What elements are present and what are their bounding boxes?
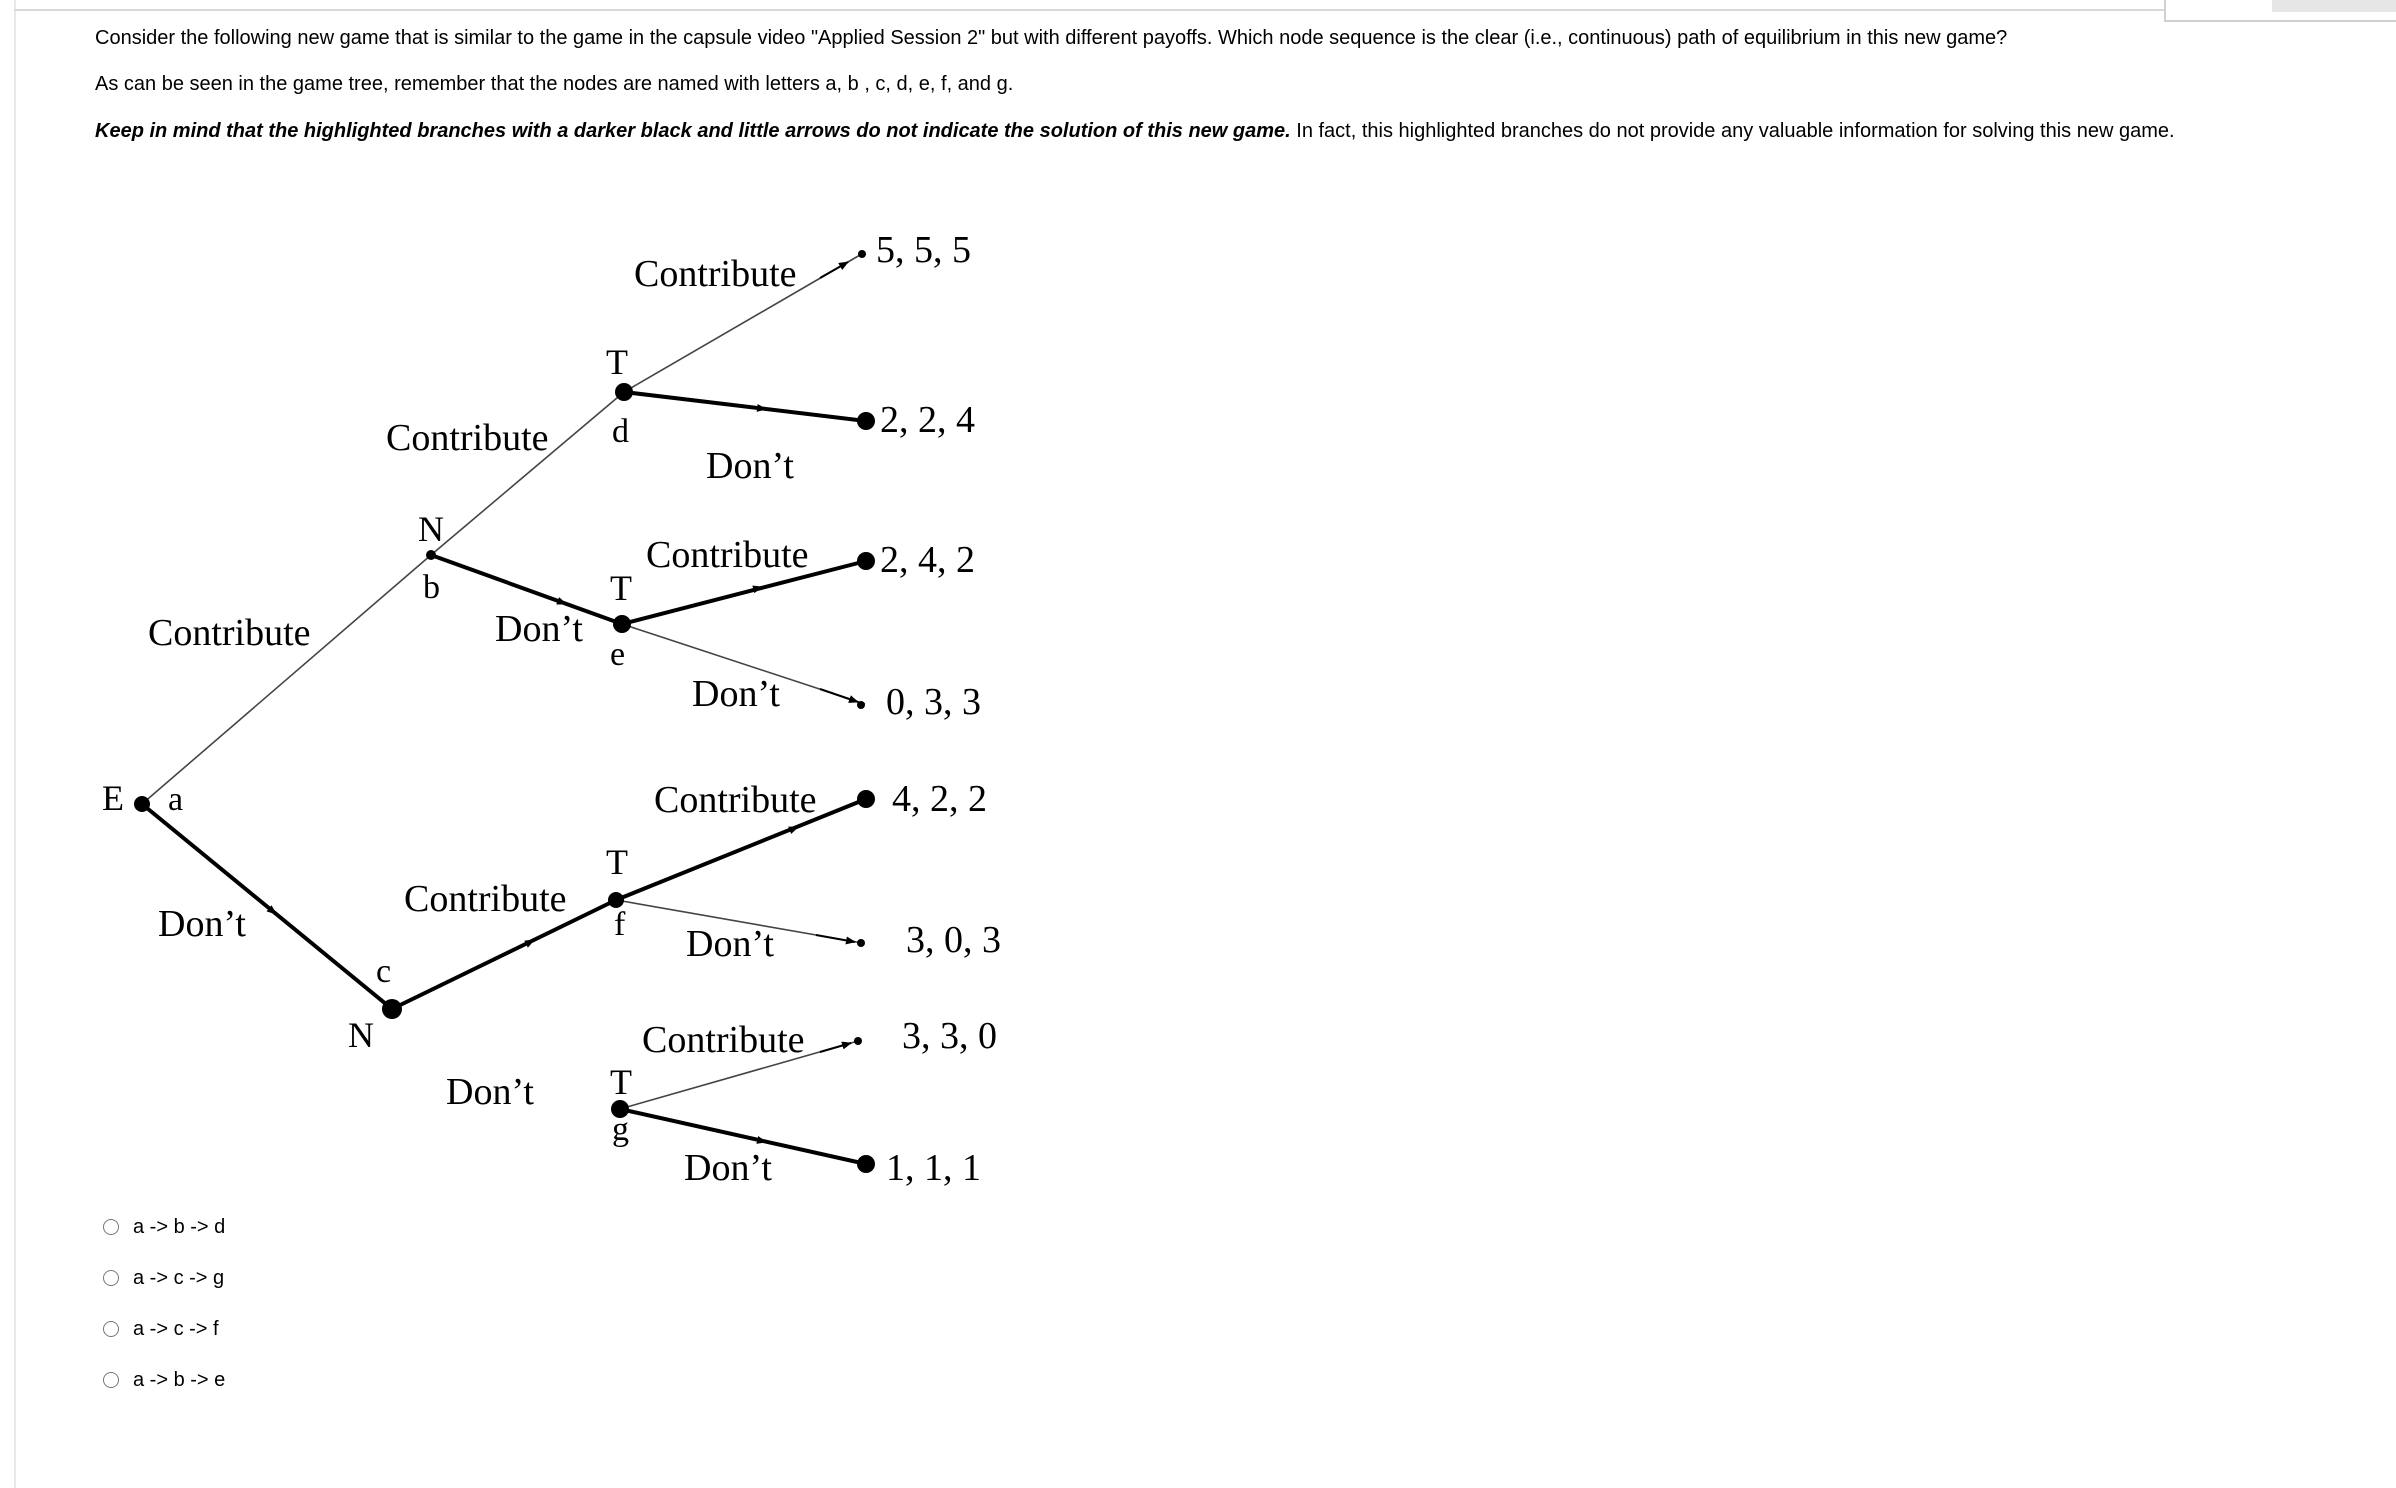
branch-g-contribute (619, 1040, 859, 1110)
option-4[interactable]: a -> b -> e (103, 1367, 225, 1393)
node-g (611, 1100, 629, 1118)
action-a-contribute: Contribute (148, 612, 311, 654)
action-c-dont: Don’t (446, 1071, 534, 1113)
arrow-b-dont (539, 593, 567, 605)
radio-button[interactable] (103, 1321, 119, 1337)
action-d-contribute: Contribute (634, 253, 797, 295)
question-warning-rest: In fact, this highlighted branches do no… (1290, 120, 2175, 142)
branch-a-contribute (141, 554, 432, 805)
left-border (14, 0, 16, 1488)
option-2[interactable]: a -> c -> g (103, 1265, 225, 1291)
radio-button[interactable] (103, 1372, 119, 1388)
terminal-e-dont (857, 701, 865, 709)
terminal-g-contribute (854, 1037, 862, 1045)
top-border (14, 0, 2164, 11)
node-e (613, 615, 631, 633)
branch-c-contribute (391, 898, 617, 1011)
player-label-t-f: T (606, 842, 628, 882)
radio-button[interactable] (103, 1270, 119, 1286)
top-right-frame (2164, 0, 2396, 22)
node-label-c: c (376, 953, 391, 990)
arrow-e-dont (819, 688, 859, 703)
radio-button[interactable] (103, 1219, 119, 1235)
option-3[interactable]: a -> c -> f (103, 1316, 225, 1342)
player-label-t-e: T (610, 568, 632, 608)
action-b-contribute: Contribute (386, 417, 549, 459)
payoff-d-dont: 2, 2, 4 (880, 399, 975, 441)
branch-b-contribute (430, 391, 625, 556)
action-c-contribute: Contribute (404, 878, 567, 920)
node-label-b: b (423, 569, 440, 606)
node-label-g: g (612, 1111, 629, 1148)
branch-b-dont (430, 553, 623, 626)
option-label: a -> b -> d (133, 1215, 226, 1238)
arrow-f-contribute (769, 826, 799, 839)
terminal-e-contribute (857, 552, 875, 570)
top-right-bar (2272, 0, 2396, 12)
terminal-f-contribute (857, 790, 875, 808)
payoff-g-contribute: 3, 3, 0 (902, 1015, 997, 1057)
action-d-dont: Don’t (706, 445, 794, 487)
arrow-f-dont (815, 934, 856, 945)
question-warning-bold: Keep in mind that the highlighted branch… (95, 120, 1291, 142)
node-label-d: d (612, 413, 629, 450)
payoff-d-contribute: 5, 5, 5 (876, 229, 971, 271)
question-text-line1: Consider the following new game that is … (95, 27, 2008, 49)
payoff-f-dont: 3, 0, 3 (906, 919, 1001, 961)
arrow-c-contribute (504, 939, 535, 956)
terminal-f-dont (857, 939, 865, 947)
node-d (615, 383, 633, 401)
node-label-f: f (614, 906, 626, 943)
answer-options: a -> b -> d a -> c -> g a -> c -> f a ->… (103, 1214, 225, 1418)
arrow-g-contribute (819, 1041, 852, 1053)
node-b (426, 550, 436, 560)
action-f-contribute: Contribute (654, 779, 817, 821)
action-e-contribute: Contribute (646, 534, 809, 576)
node-a (134, 796, 150, 812)
terminal-d-contribute (858, 250, 866, 258)
payoff-g-dont: 1, 1, 1 (886, 1147, 981, 1189)
payoff-e-contribute: 2, 4, 2 (880, 539, 975, 581)
payoff-e-dont: 0, 3, 3 (886, 681, 981, 723)
node-label-e: e (610, 636, 625, 673)
action-g-dont: Don’t (684, 1147, 772, 1189)
option-1[interactable]: a -> b -> d (103, 1214, 225, 1240)
arrow-d-contribute (819, 261, 849, 279)
node-f (608, 892, 624, 908)
question-text-line3: Keep in mind that the highlighted branch… (95, 119, 2175, 143)
branch-f-contribute (615, 797, 867, 902)
action-f-dont: Don’t (686, 923, 774, 965)
player-label-e: E (102, 778, 124, 818)
question-text-line2: As can be seen in the game tree, remembe… (95, 73, 1014, 95)
player-label-t-d: T (606, 342, 628, 382)
action-a-dont: Don’t (158, 903, 246, 945)
option-label: a -> c -> g (133, 1266, 225, 1289)
arrow-e-contribute (731, 585, 763, 596)
node-label-a: a (168, 781, 183, 818)
arrow-a-dont (248, 891, 277, 915)
payoff-f-contribute: 4, 2, 2 (892, 778, 987, 820)
action-e-dont: Don’t (692, 673, 780, 715)
terminal-d-dont (857, 412, 875, 430)
player-label-t-g: T (610, 1062, 632, 1102)
option-label: a -> c -> f (133, 1317, 219, 1340)
option-label: a -> b -> e (133, 1368, 226, 1391)
terminal-g-dont (857, 1155, 875, 1173)
action-g-contribute: Contribute (642, 1019, 805, 1061)
action-b-dont: Don’t (495, 608, 583, 650)
arrow-d-dont (731, 403, 767, 412)
player-label-n-bottom: N (348, 1015, 374, 1055)
player-label-n-top: N (418, 509, 444, 549)
node-c (382, 999, 402, 1019)
arrow-g-dont (731, 1133, 767, 1144)
